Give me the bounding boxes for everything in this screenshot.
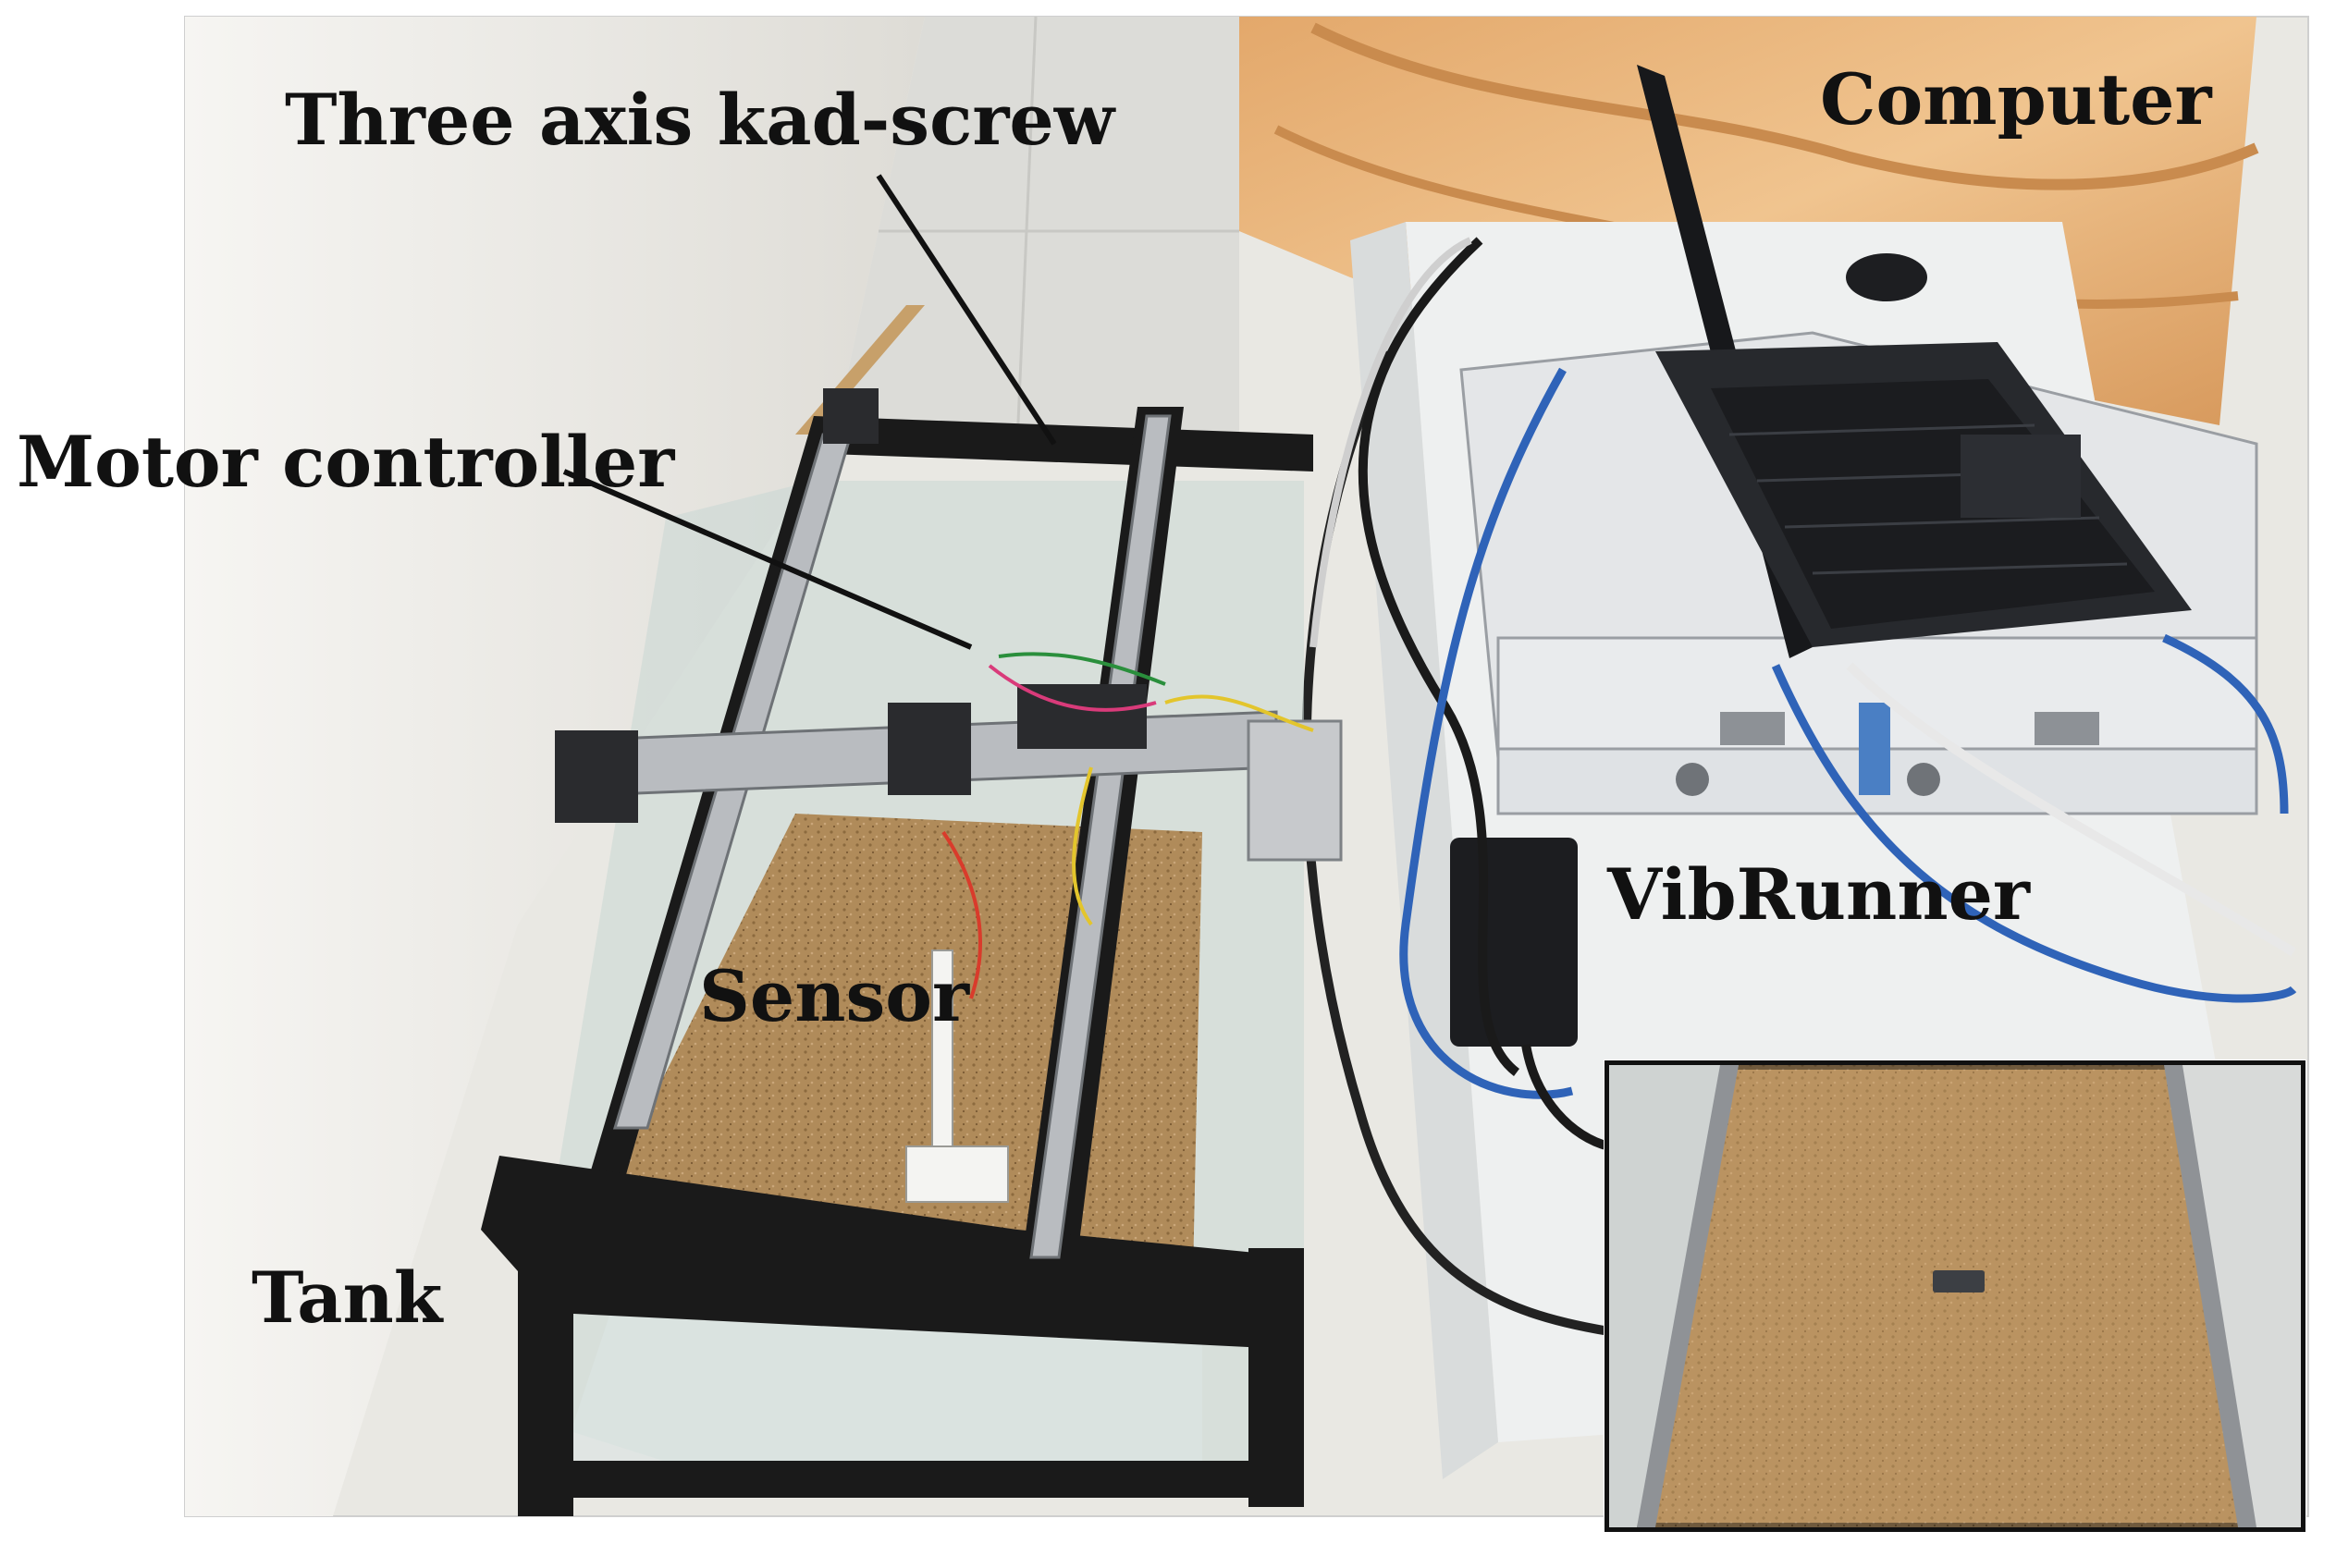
cables	[1301, 237, 2297, 1336]
laptop	[1637, 65, 2192, 658]
colored-wires	[941, 652, 1314, 999]
stepper-motors	[555, 388, 1147, 823]
sensor-sample	[1933, 1270, 1985, 1292]
power-supply	[1247, 719, 1343, 862]
power-adapter	[1450, 838, 1578, 1047]
label-three-axis-kad-screw: Three axis kad-screw	[285, 79, 1115, 161]
inset-photo	[1604, 1060, 2306, 1533]
label-vibrunner: VibRunner	[1607, 853, 2030, 936]
pointer-lines	[562, 174, 1057, 650]
label-computer: Computer	[1820, 58, 2212, 141]
label-sensor: Sensor	[699, 955, 970, 1037]
mouse	[1846, 253, 1927, 301]
label-motor-controller: Motor controller	[17, 421, 675, 503]
label-tank: Tank	[252, 1256, 443, 1339]
sensor-rod	[905, 949, 1009, 1203]
